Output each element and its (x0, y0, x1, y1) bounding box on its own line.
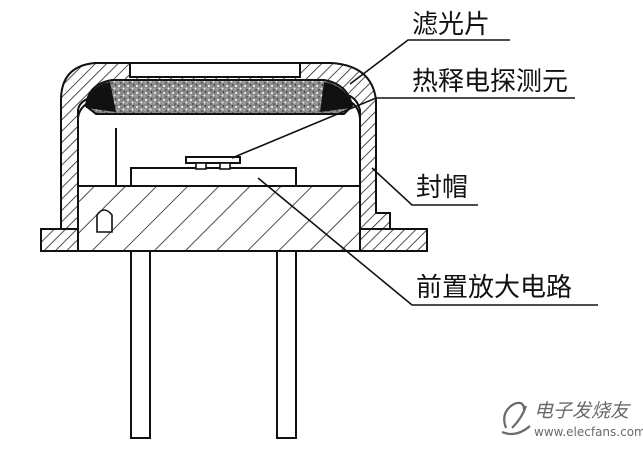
pyroelectric-element (185, 156, 241, 170)
leader-lines (231, 39, 598, 306)
label-filter: 滤光片 (412, 10, 490, 40)
label-preamp: 前置放大电路 (416, 273, 572, 303)
filter-seal-left (86, 82, 116, 112)
sensor-pins (130, 242, 297, 439)
right-pin (276, 242, 297, 439)
leader-pyro (231, 97, 575, 159)
leader-filter (349, 39, 510, 85)
detector-substrate (130, 167, 297, 187)
watermark-url: www.elecfans.com (534, 425, 643, 439)
left-pin (130, 242, 151, 439)
leader-preamp (257, 177, 598, 306)
label-pyro-element: 热释电探测元 (412, 67, 568, 97)
base-notch (96, 209, 113, 233)
filter-seal-right (320, 82, 352, 112)
filter-window (84, 79, 354, 115)
watermark-logo-icon (501, 401, 531, 436)
label-cap: 封帽 (416, 173, 468, 203)
watermark-brand: 电子发烧友 (534, 400, 631, 422)
leader-cap (371, 167, 478, 206)
watermark: 电子发烧友 www.elecfans.com (501, 400, 643, 439)
header-block (77, 185, 361, 252)
cap-window (129, 62, 301, 78)
